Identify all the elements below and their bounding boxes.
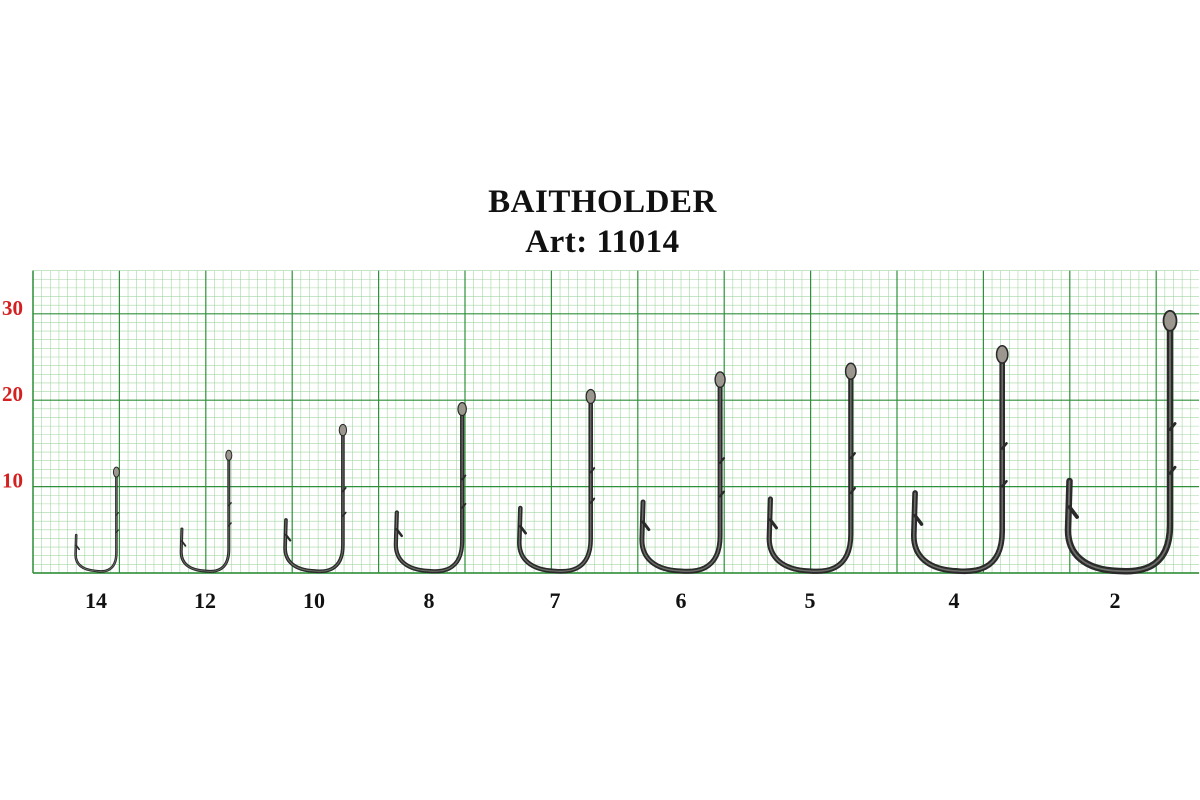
y-axis-label: 10 [2, 469, 23, 493]
hook-barb [75, 544, 80, 551]
hook-highlight [518, 397, 592, 572]
shank-barb [342, 487, 347, 493]
hook-barb [284, 533, 292, 542]
y-axis-label: 20 [2, 382, 23, 406]
hook-eye [844, 362, 857, 380]
hook-shank [1064, 320, 1174, 575]
hook-12 [179, 449, 233, 573]
hook-eye [457, 401, 467, 417]
hook-8 [393, 401, 467, 574]
hook-size-label: 2 [1110, 588, 1121, 613]
hook-highlight [768, 372, 852, 573]
hook-barb [641, 520, 651, 532]
hook-eye [225, 449, 233, 461]
shank-barb [115, 512, 119, 516]
hook-size-label: 12 [194, 588, 216, 613]
hook-barb [913, 513, 924, 526]
shank-barb [461, 474, 467, 481]
hook-6 [639, 371, 726, 574]
hook-size-label: 6 [676, 588, 687, 613]
hook-highlight [284, 431, 344, 572]
hook-highlight [180, 456, 230, 572]
shank-barb [718, 457, 726, 464]
shank-barb [1168, 465, 1177, 475]
hook-size-labels: 14 12 10 8 7 6 5 4 2 [85, 588, 1121, 613]
hook-eye [585, 388, 596, 405]
shank-barb [718, 490, 726, 498]
shank-barb [228, 502, 232, 507]
shank-barb [589, 497, 596, 504]
shank-barb [461, 502, 467, 509]
hooks-group [74, 309, 1178, 575]
hook-barb [180, 540, 187, 547]
y-axis-label: 30 [2, 296, 23, 320]
hook-barb [518, 524, 527, 535]
hook-size-label: 14 [85, 588, 107, 613]
product-title: BAITHOLDER [488, 184, 717, 220]
hook-5 [766, 362, 857, 574]
hook-eye [338, 423, 348, 437]
grid-minor-lines [33, 270, 1199, 573]
hook-shank [517, 396, 593, 574]
y-axis-labels: 10 20 30 [2, 296, 23, 493]
hook-highlight [641, 381, 721, 572]
hook-size-label: 4 [949, 588, 960, 613]
shank-barb [1000, 442, 1008, 450]
shank-barb [228, 522, 232, 527]
hook-highlight [75, 472, 117, 572]
hook-highlight [1067, 322, 1171, 573]
shank-barb [1168, 422, 1177, 432]
title-block: BAITHOLDER Art: 11014 [0, 182, 1200, 262]
hook-size-label: 10 [303, 588, 325, 613]
hook-size-label: 8 [424, 588, 435, 613]
shank-barb [849, 452, 856, 460]
hook-4 [910, 344, 1009, 575]
hook-barb [395, 528, 403, 538]
hook-size-label: 5 [805, 588, 816, 613]
shank-barb [1000, 479, 1008, 488]
hook-eye [112, 466, 120, 478]
hook-eye [995, 344, 1009, 364]
shank-barb [115, 529, 119, 533]
hook-barb [768, 518, 778, 530]
hook-14 [74, 466, 120, 573]
shank-barb [849, 486, 856, 495]
hook-shank [283, 429, 345, 574]
article-number: Art: 11014 [525, 224, 680, 260]
hook-2 [1064, 309, 1178, 575]
hook-highlight [913, 356, 1003, 573]
hook-eye [714, 371, 726, 389]
hook-shank [910, 354, 1006, 575]
hook-eye [1162, 309, 1178, 332]
hook-size-label: 7 [550, 588, 561, 613]
hook-barb [1067, 505, 1079, 519]
hook-shank [74, 472, 118, 573]
hook-highlight [395, 410, 463, 572]
hook-7 [517, 388, 596, 574]
shank-barb [589, 467, 596, 474]
hook-10 [283, 423, 348, 574]
grid-major-lines [32, 270, 1199, 574]
shank-barb [342, 511, 347, 517]
